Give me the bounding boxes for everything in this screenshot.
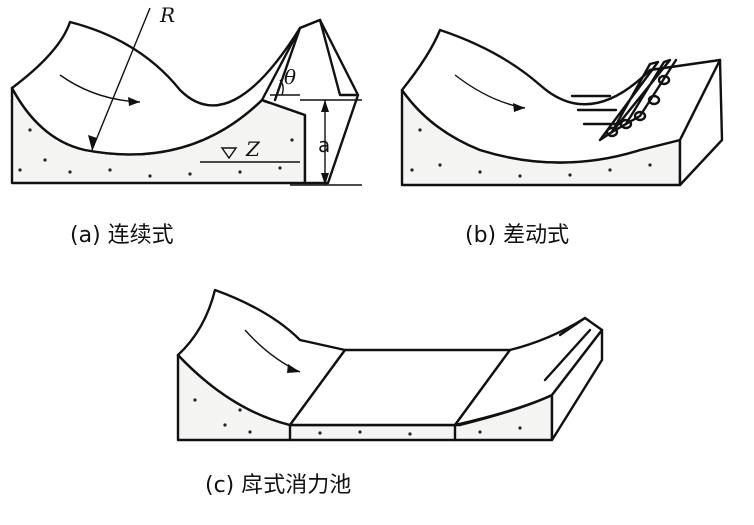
elevation-label: Z xyxy=(245,137,261,161)
figure-a-lip-block xyxy=(260,18,360,185)
caption-a: (a) 连续式 xyxy=(70,223,174,248)
figure-b-aggregate xyxy=(410,128,652,178)
angle-label: θ xyxy=(284,65,296,89)
height-label: a xyxy=(318,133,330,157)
figure-a-continuous-bucket: R θ a Z (a) 连续式 xyxy=(10,3,362,248)
radius-line xyxy=(91,7,151,151)
figure-c-upstream-curve xyxy=(176,288,347,427)
caption-c: (c) 戽式消力池 xyxy=(205,473,351,498)
caption-b: (b) 差动式 xyxy=(465,223,569,248)
radius-arrowhead xyxy=(88,135,97,150)
figure-c-roller-bucket-basin: (c) 戽式消力池 xyxy=(176,288,604,498)
figure-c-aggregate xyxy=(193,398,522,436)
figure-c-end-block xyxy=(550,328,604,442)
figure-b-teeth xyxy=(570,58,678,142)
figure-a-aggregate xyxy=(18,128,294,178)
radius-label: R xyxy=(159,3,175,27)
water-level-symbol xyxy=(220,147,238,160)
figure-b-end-block xyxy=(678,58,724,187)
figure-b-differential-bucket: (b) 差动式 xyxy=(400,28,724,248)
figure-b-bucket-surface xyxy=(400,28,722,164)
